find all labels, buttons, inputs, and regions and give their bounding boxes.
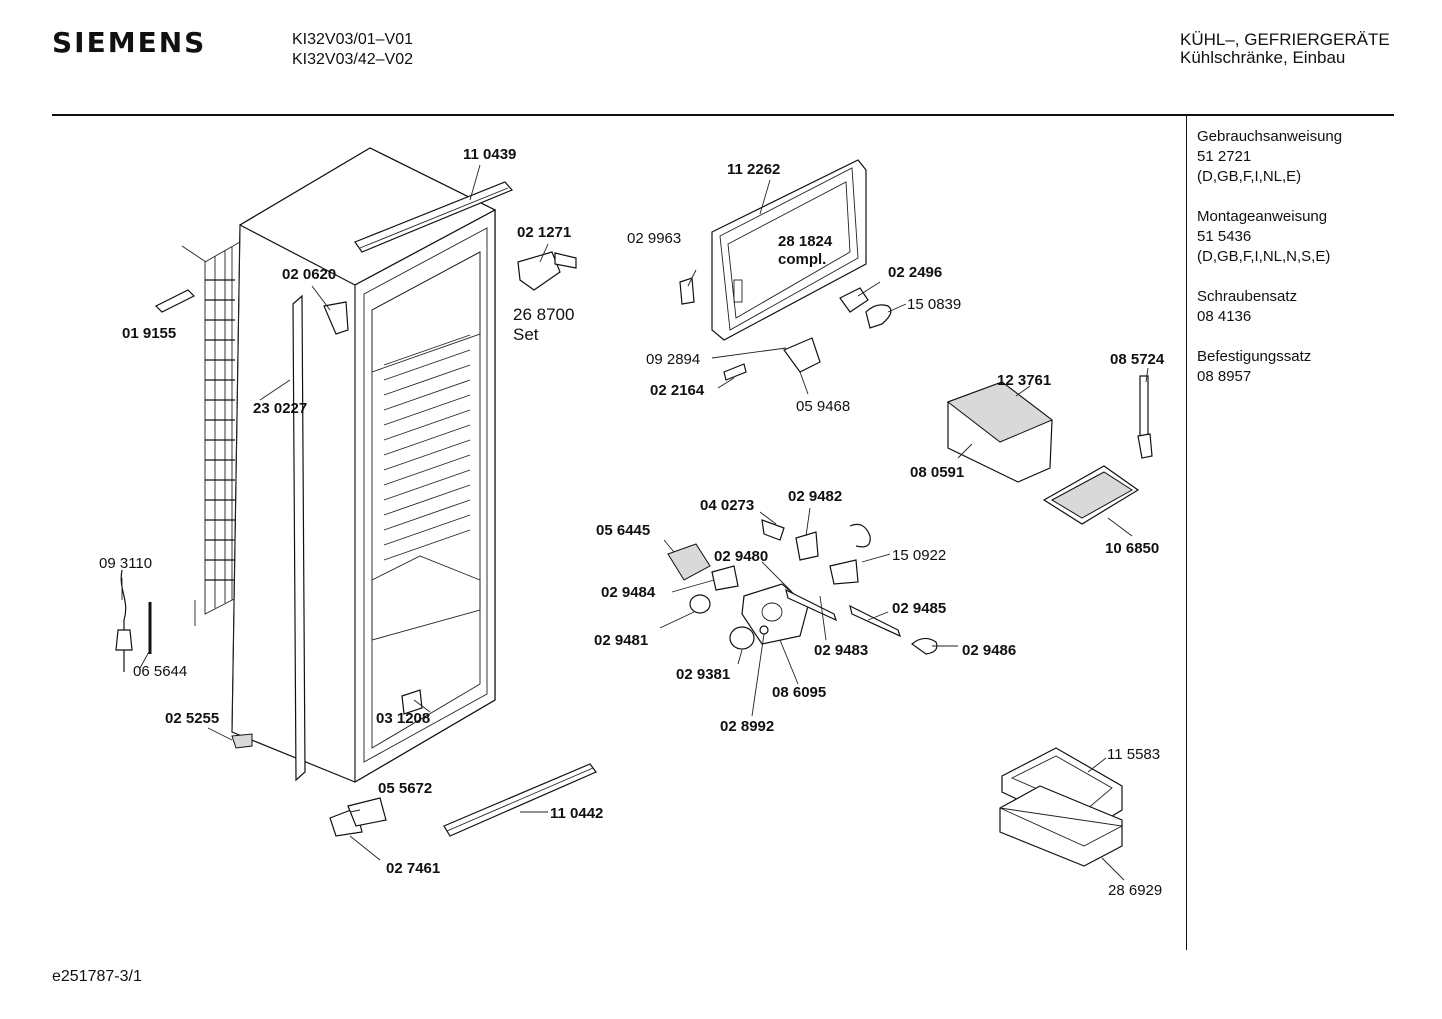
part-label: 11 0439: [463, 146, 517, 163]
crisper-trays: [999, 747, 1124, 867]
part-label: 12 3761: [997, 372, 1052, 389]
accessory-languages: (D,GB,F,I,NL,E): [1197, 168, 1302, 185]
part-label: 05 5672: [378, 780, 433, 797]
accessory-title: Befestigungssatz: [1197, 348, 1312, 365]
accessory-item: Gebrauchsanweisung 51 2721 (D,GB,F,I,NL,…: [1197, 127, 1342, 187]
brand-logo: SIEMENS: [52, 26, 207, 59]
part-label: 09 2894: [646, 351, 701, 368]
accessory-number: 51 2721: [1197, 148, 1252, 165]
freezer-door: [679, 159, 892, 381]
part-label: 02 2496: [888, 264, 943, 281]
part-label: 02 9484: [601, 584, 656, 601]
part-label: 02 9963: [627, 230, 682, 247]
accessory-item: Schraubensatz 08 4136: [1197, 287, 1342, 327]
part-label: 08 5724: [1110, 351, 1165, 368]
category-subtitle: Kühlschränke, Einbau: [1180, 48, 1346, 67]
part-label: 28 6929: [1108, 882, 1163, 899]
part-label: 02 9485: [892, 600, 947, 617]
part-label: 02 7461: [386, 860, 441, 877]
bottom-rail: [443, 763, 597, 837]
accessory-title: Gebrauchsanweisung: [1197, 128, 1343, 145]
part-label: 02 5255: [165, 710, 220, 727]
accessory-list: Gebrauchsanweisung 51 2721 (D,GB,F,I,NL,…: [1197, 127, 1342, 407]
part-label: 02 9480: [714, 548, 769, 565]
accessory-title: Montageanweisung: [1197, 208, 1328, 225]
model-number-1: KI32V03/01–V01: [292, 31, 413, 48]
category-title: KÜHL–, GEFRIERGERÄTE: [1180, 30, 1390, 49]
thermostat-group: [667, 519, 938, 655]
seal-strip: [292, 294, 306, 782]
ice-bin: [946, 375, 1153, 525]
top-rail: [354, 181, 514, 253]
part-label: 11 2262: [727, 161, 781, 178]
part-label: 09 3110: [99, 555, 153, 572]
part-label: 26 8700: [513, 305, 575, 324]
hinge-parts: [154, 251, 577, 837]
part-label: 08 6095: [772, 684, 827, 701]
accessory-languages: (D,GB,F,I,NL,N,S,E): [1197, 248, 1331, 265]
accessory-number: 08 4136: [1197, 308, 1252, 325]
part-label: 03 1208: [376, 710, 431, 727]
model-number-2: KI32V03/42–V02: [292, 51, 413, 68]
part-label: 01 9155: [122, 325, 177, 342]
part-label: 10 6850: [1105, 540, 1160, 557]
part-label-suffix: Set: [513, 325, 539, 344]
part-label: 23 0227: [253, 400, 308, 417]
part-label: 02 8992: [720, 718, 775, 735]
sidebar-divider: [1186, 116, 1187, 950]
header-divider: [52, 114, 1394, 116]
accessory-title: Schraubensatz: [1197, 288, 1298, 305]
part-label: 02 9481: [594, 632, 649, 649]
part-label: 02 9483: [814, 642, 869, 659]
condenser-coil: [181, 241, 241, 626]
part-label: 15 0839: [907, 296, 962, 313]
part-label: 05 9468: [796, 398, 851, 415]
accessory-number: 51 5436: [1197, 228, 1252, 245]
part-label: 02 9486: [962, 642, 1017, 659]
part-label: 05 6445: [596, 522, 651, 539]
accessory-item: Montageanweisung 51 5436 (D,GB,F,I,NL,N,…: [1197, 207, 1342, 267]
part-label: 02 2164: [650, 382, 705, 399]
document-id: e251787-3/1: [52, 968, 142, 985]
part-label: 02 1271: [517, 224, 572, 241]
part-label: 08 0591: [910, 464, 965, 481]
leader-lines: [121, 164, 1149, 881]
part-label: 06 5644: [133, 663, 188, 680]
part-label: 11 0442: [550, 805, 604, 822]
part-label: 02 9482: [788, 488, 843, 505]
part-label-suffix: compl.: [778, 251, 827, 268]
part-label: 04 0273: [700, 497, 755, 514]
part-label: 11 5583: [1107, 746, 1161, 763]
part-label: 15 0922: [892, 547, 947, 564]
accessory-number: 08 8957: [1197, 368, 1252, 385]
accessory-item: Befestigungssatz 08 8957: [1197, 347, 1342, 387]
part-label: 02 0620: [282, 266, 337, 283]
part-label: 02 9381: [676, 666, 731, 683]
part-label: 28 1824: [778, 233, 833, 250]
cable-parts: [115, 569, 152, 672]
